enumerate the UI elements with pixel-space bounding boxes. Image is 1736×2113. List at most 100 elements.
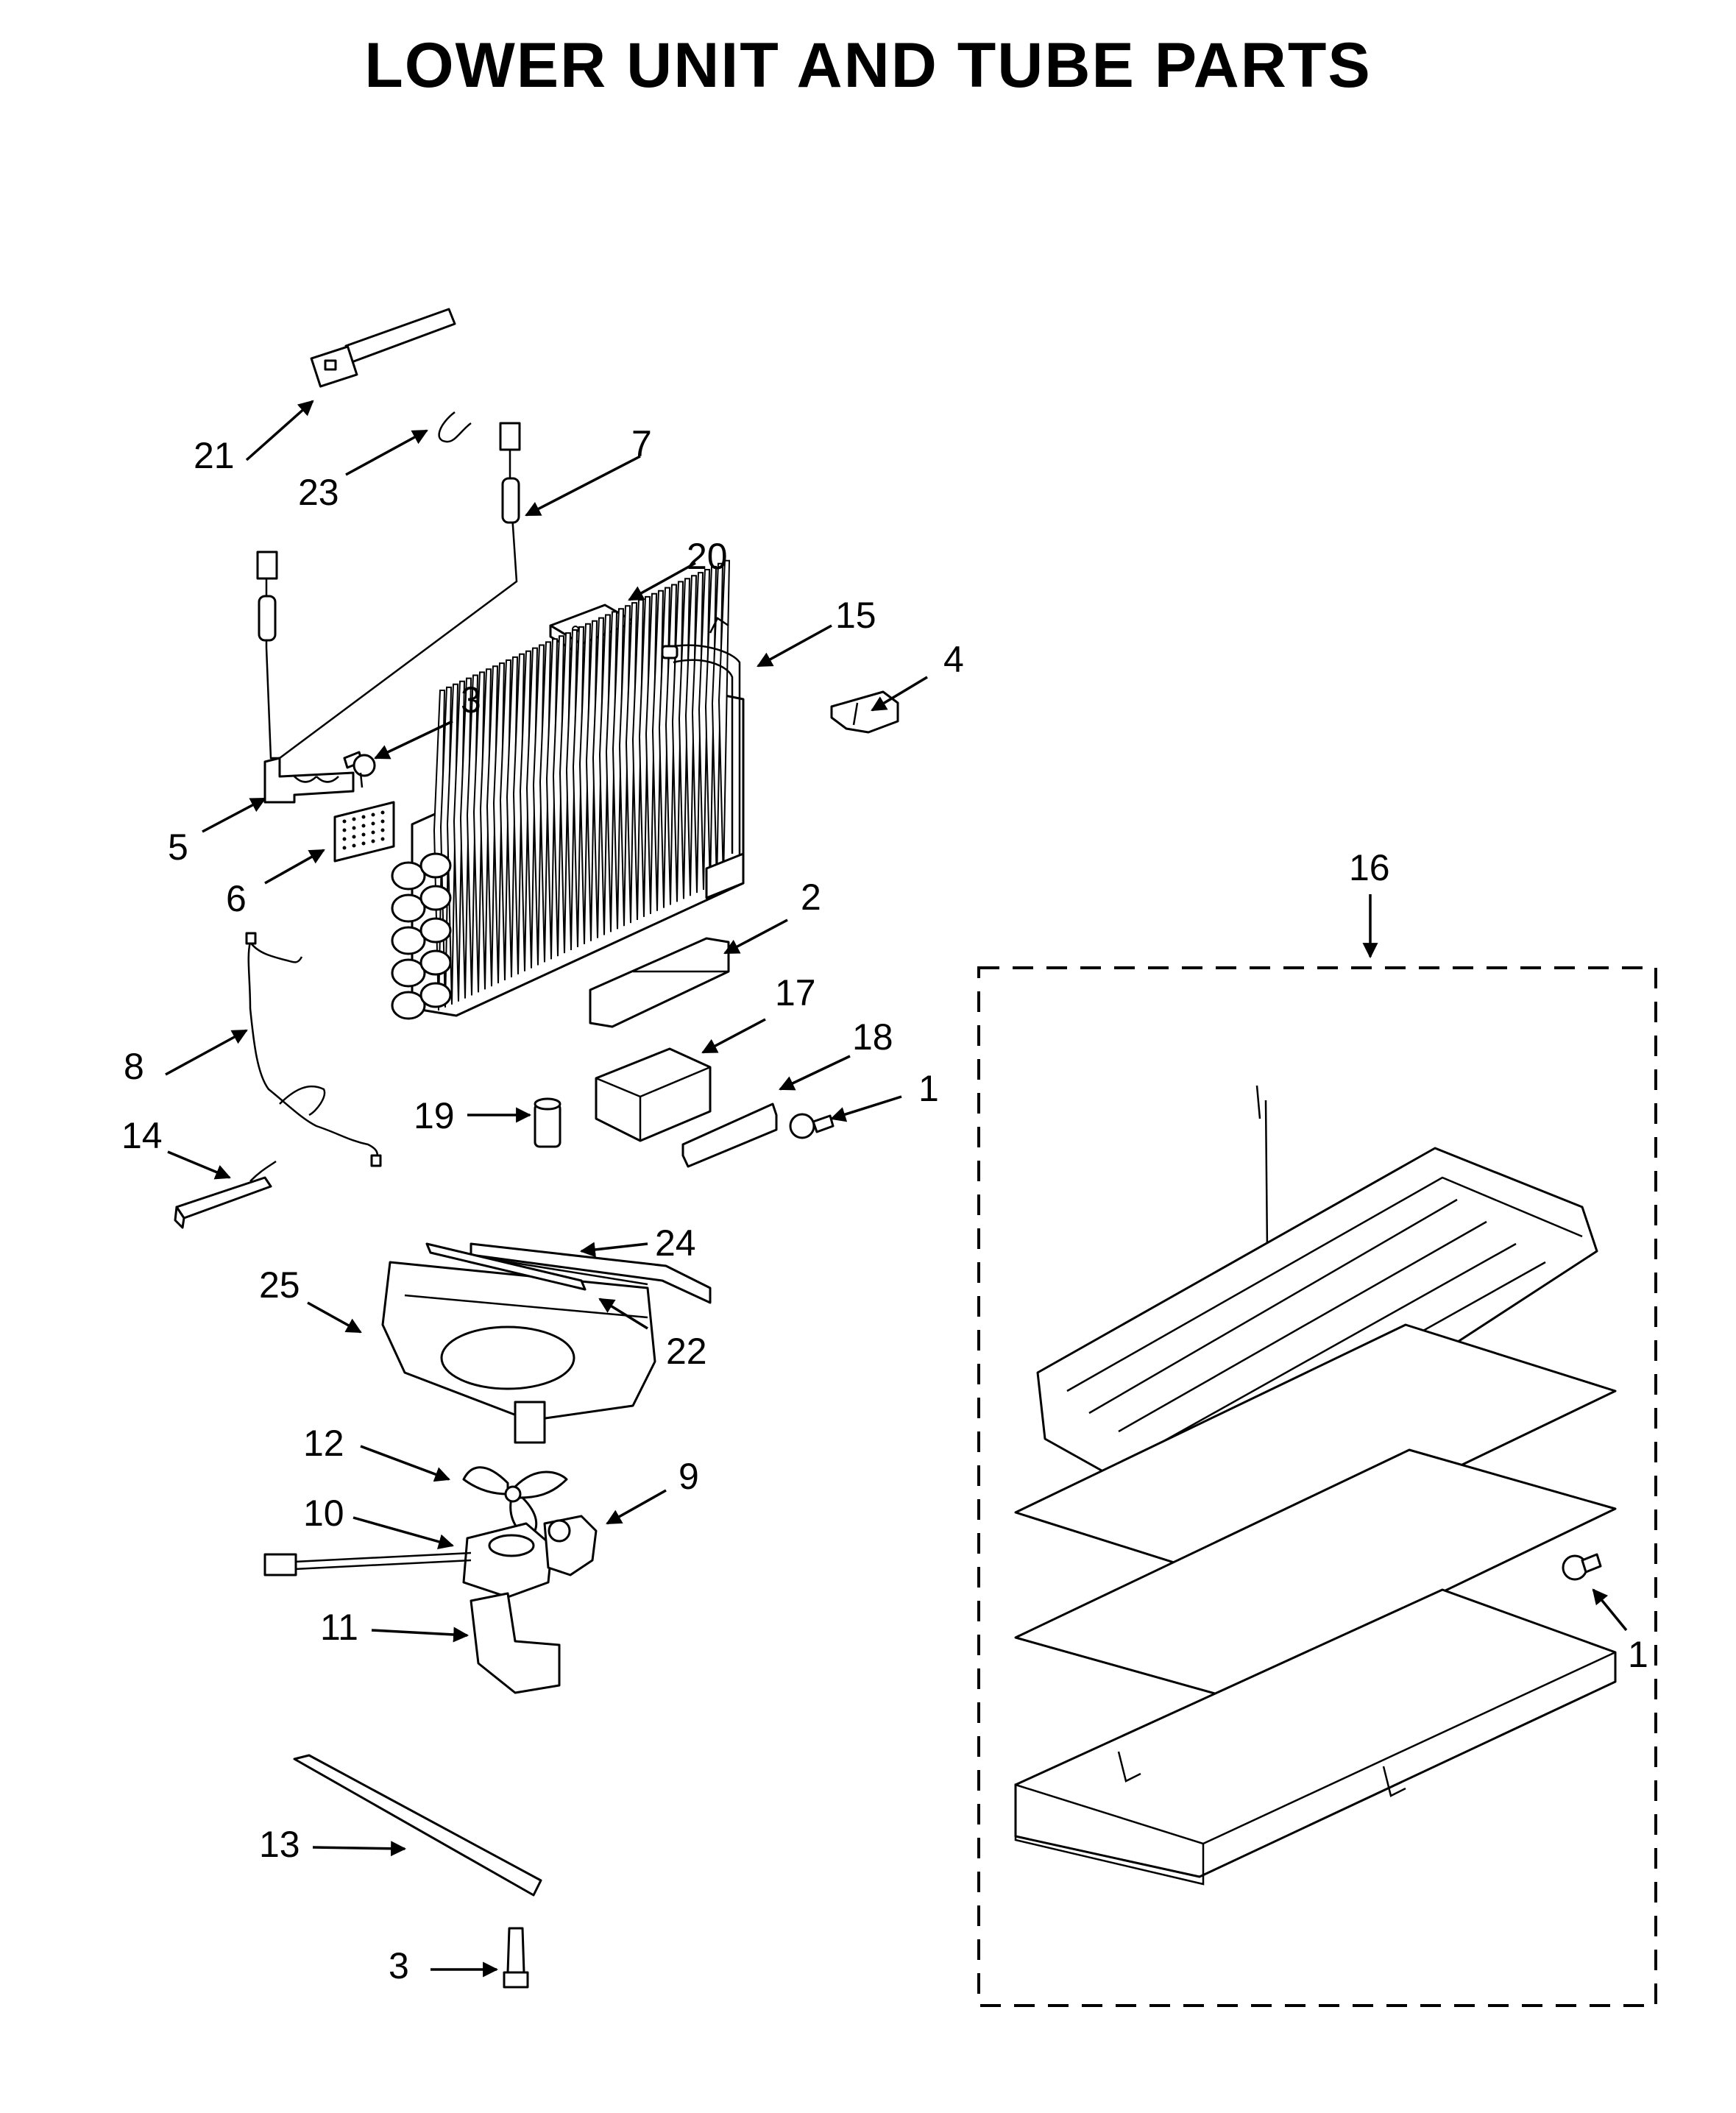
coil-fin <box>665 584 678 905</box>
screw-top-part <box>343 751 376 788</box>
callout-9: 9 <box>679 1456 699 1497</box>
kit-16-border <box>977 966 1657 2007</box>
cable-tie-part <box>310 308 456 388</box>
heater-dot <box>352 826 356 830</box>
heater-dot <box>342 837 347 841</box>
heater-dot <box>371 839 375 843</box>
coil-loop <box>419 982 452 1008</box>
heater-dot <box>361 824 366 828</box>
coil-fin <box>472 671 486 993</box>
coil-loop <box>419 949 452 976</box>
callout-labels: 21 23 7 20 15 4 3 5 6 2 16 17 18 1 8 19 … <box>121 423 1648 1986</box>
coil-fin <box>525 647 539 969</box>
coil-fin <box>698 569 711 891</box>
heater-dot <box>342 819 347 824</box>
coil-fin <box>506 656 519 977</box>
motor-bracket-part <box>543 1515 598 1576</box>
coil-fin <box>545 638 559 960</box>
coil-fin <box>453 680 466 1002</box>
heater-dot <box>361 832 366 837</box>
callout-21: 21 <box>194 435 235 476</box>
heater-block-part <box>333 801 395 863</box>
cover-box-part <box>595 1047 712 1142</box>
heater-dot <box>380 837 385 841</box>
callout-1a: 1 <box>918 1068 939 1109</box>
seal-strip-part <box>425 1242 587 1291</box>
heater-dot <box>352 843 356 848</box>
heater-dot <box>342 828 347 832</box>
coil-loop <box>419 917 452 944</box>
callout-24: 24 <box>655 1222 696 1264</box>
coil-fin <box>446 683 459 1005</box>
coil-fin <box>466 674 479 996</box>
coil-fin <box>539 641 552 963</box>
coil-fin <box>658 587 671 908</box>
callout-17: 17 <box>775 972 816 1013</box>
coil-loop <box>391 926 426 955</box>
motor-mount-part <box>470 1592 561 1694</box>
coil-fin <box>578 623 592 944</box>
insulation-sheet-bottom-part <box>1014 1448 1617 1698</box>
plate-part <box>589 937 730 1028</box>
sensor-part <box>174 1160 277 1229</box>
heater-dot <box>361 841 366 846</box>
capacitor-part <box>534 1097 561 1148</box>
coil-fin <box>559 632 572 954</box>
coil-fin <box>459 677 472 999</box>
clip-part <box>438 411 472 443</box>
callout-12: 12 <box>303 1423 344 1464</box>
coil-loop <box>391 861 426 891</box>
coil-fin <box>585 620 598 941</box>
coil-fin <box>651 590 665 911</box>
coil-loop <box>391 958 426 988</box>
callout-14: 14 <box>121 1115 163 1156</box>
coil-loop <box>419 852 452 879</box>
screw-bottom-part <box>503 1927 529 1989</box>
coil-fin <box>565 629 578 951</box>
heater-dot <box>352 835 356 839</box>
bracket-part <box>263 757 355 804</box>
screw-left-part <box>789 1113 835 1139</box>
callout-22: 22 <box>666 1331 707 1372</box>
callout-20: 20 <box>687 536 728 577</box>
heater-dot <box>371 821 375 826</box>
coil-loop <box>391 893 426 923</box>
heater-dot <box>361 815 366 819</box>
coil-fin <box>592 617 605 938</box>
coil-fin <box>519 650 532 971</box>
callout-23: 23 <box>298 472 339 513</box>
callout-7: 7 <box>631 423 652 464</box>
wire-harness-part <box>245 932 382 1167</box>
heater-dot <box>380 819 385 824</box>
strip-part <box>293 1754 542 1897</box>
callout-19: 19 <box>414 1095 455 1136</box>
coil-fin <box>612 608 625 930</box>
coil-fin <box>479 668 492 990</box>
callout-3a: 3 <box>461 679 481 721</box>
callout-6: 6 <box>226 878 247 919</box>
callout-25: 25 <box>259 1264 300 1306</box>
heater-dot <box>352 817 356 821</box>
coil-loop <box>391 991 426 1020</box>
page-title: LOWER UNIT AND TUBE PARTS <box>364 30 1372 101</box>
coil-fin <box>684 575 698 896</box>
insulation-sheet-top-part <box>1014 1323 1617 1580</box>
thermistor-harness-part <box>256 422 521 760</box>
coil-loop <box>419 885 452 911</box>
coil-fin <box>638 595 651 917</box>
heater-dot <box>380 810 385 815</box>
fan-motor-part <box>263 1522 553 1599</box>
coil-fin <box>572 626 585 947</box>
callout-2: 2 <box>801 877 821 918</box>
back-plate-part <box>681 1102 778 1168</box>
drain-pan-part <box>1014 1588 1617 1886</box>
fan-shroud-part <box>381 1250 656 1444</box>
clip-bracket-part <box>830 690 899 734</box>
coil-fin <box>605 611 618 932</box>
callout-13: 13 <box>259 1824 300 1865</box>
coil-fin <box>645 592 658 914</box>
callout-3b: 3 <box>389 1945 409 1986</box>
callout-8: 8 <box>124 1046 144 1087</box>
coil-fin <box>625 602 638 924</box>
